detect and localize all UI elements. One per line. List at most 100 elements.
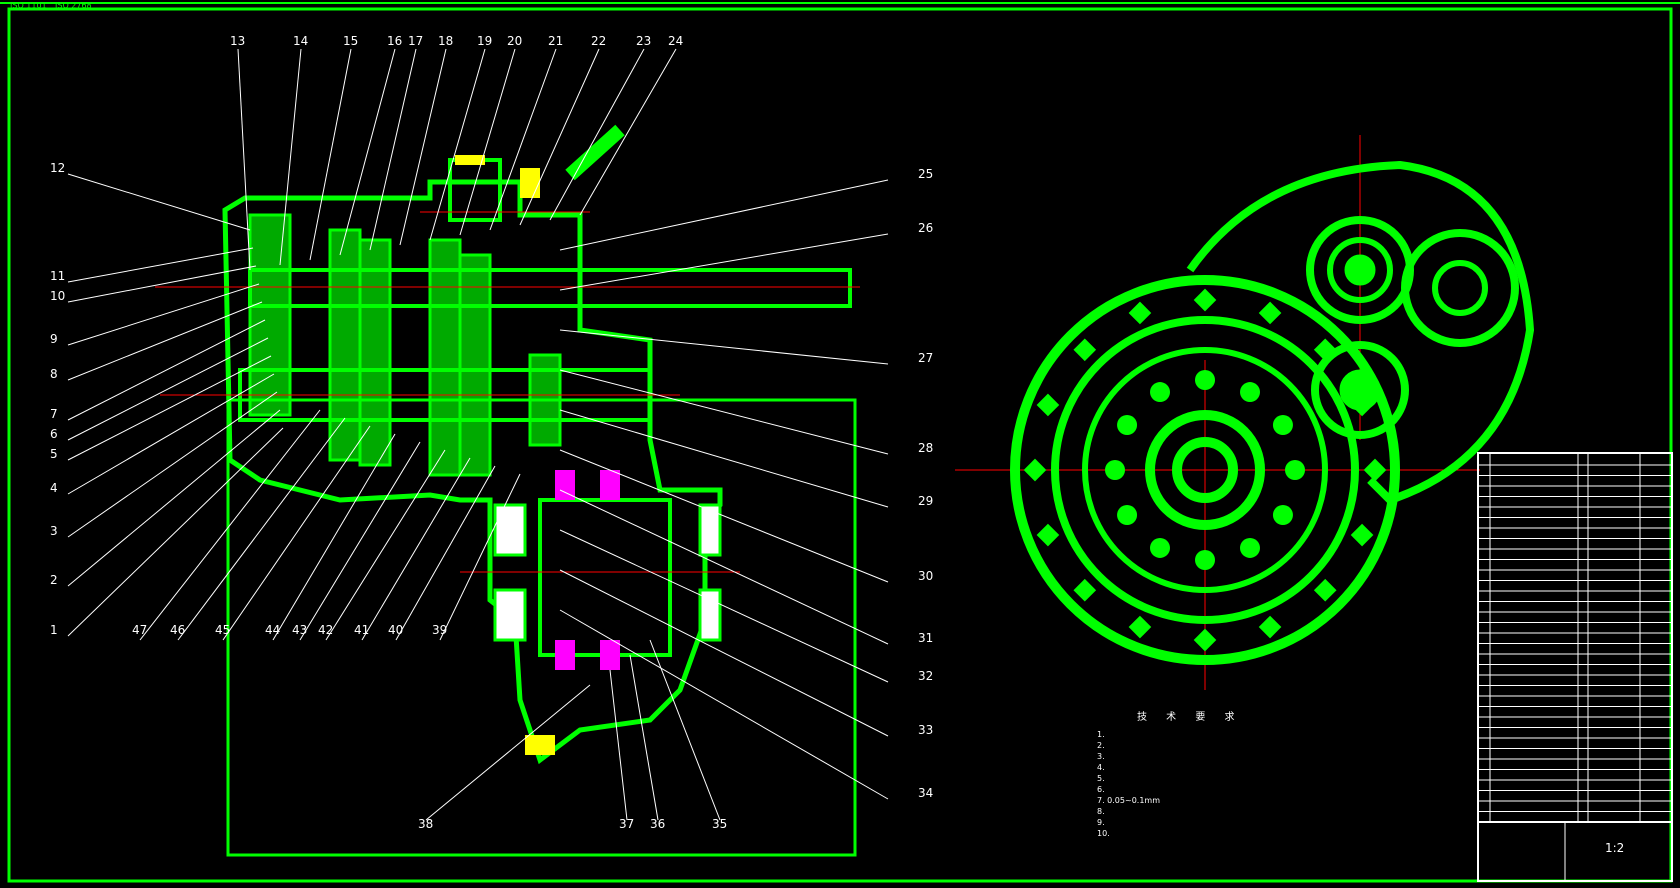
tech-requirements-title: 技 术 要 求 bbox=[1137, 712, 1243, 723]
callout-28: 28 bbox=[918, 441, 933, 455]
callout-31: 31 bbox=[918, 631, 933, 645]
tech-requirement-item: 3. bbox=[1097, 752, 1105, 761]
leader-line bbox=[559, 609, 889, 800]
leader-line bbox=[429, 48, 486, 241]
bolt-hole bbox=[1350, 523, 1374, 547]
drawing-frame bbox=[7, 7, 1673, 883]
bolt-hole bbox=[1128, 615, 1152, 639]
tech-requirement-item: 4. bbox=[1097, 763, 1105, 772]
bolt-hole bbox=[1313, 338, 1337, 362]
leader-line bbox=[361, 457, 471, 641]
leader-line bbox=[425, 684, 591, 821]
leader-line bbox=[559, 569, 889, 737]
leader-line bbox=[559, 449, 889, 583]
callout-25: 25 bbox=[918, 167, 933, 181]
bolt-hole bbox=[1195, 550, 1215, 570]
tech-requirement-item: 2. bbox=[1097, 741, 1105, 750]
bolt-hole bbox=[1117, 415, 1138, 435]
callout-16: 16 bbox=[387, 34, 402, 48]
parts-list bbox=[1477, 452, 1673, 882]
leader-line bbox=[519, 48, 600, 226]
callout-36: 36 bbox=[650, 817, 665, 831]
bolt-hole bbox=[1240, 537, 1260, 558]
bolt-hole bbox=[1195, 370, 1215, 390]
leader-line bbox=[439, 473, 521, 641]
callout-13: 13 bbox=[230, 34, 245, 48]
callout-41: 41 bbox=[354, 623, 369, 637]
callout-39: 39 bbox=[432, 623, 447, 637]
leader-line bbox=[559, 369, 889, 455]
bolt-hole bbox=[1193, 628, 1217, 652]
callout-27: 27 bbox=[918, 351, 933, 365]
leader-line bbox=[559, 233, 889, 291]
callout-8: 8 bbox=[50, 367, 58, 381]
header-right-tag: ISO 2768 bbox=[55, 1, 92, 10]
callout-43: 43 bbox=[292, 623, 307, 637]
callout-32: 32 bbox=[918, 669, 933, 683]
leader-line bbox=[299, 441, 421, 641]
callout-40: 40 bbox=[388, 623, 403, 637]
callout-19: 19 bbox=[477, 34, 492, 48]
leader-line bbox=[67, 409, 281, 587]
callout-6: 6 bbox=[50, 427, 58, 441]
callout-24: 24 bbox=[668, 34, 683, 48]
bolt-hole bbox=[1313, 578, 1337, 602]
callout-45: 45 bbox=[215, 623, 230, 637]
leader-line bbox=[67, 247, 254, 283]
tech-requirement-item: 10. bbox=[1097, 829, 1110, 838]
callout-47: 47 bbox=[132, 623, 147, 637]
bolt-hole bbox=[1150, 382, 1170, 403]
leader-line bbox=[325, 449, 446, 641]
tech-requirement-item: 1. bbox=[1097, 730, 1105, 739]
bolt-hole bbox=[1193, 288, 1217, 312]
leader-line bbox=[67, 373, 275, 495]
callout-46: 46 bbox=[170, 623, 185, 637]
leader-line bbox=[339, 48, 396, 256]
callout-37: 37 bbox=[619, 817, 634, 831]
callout-18: 18 bbox=[438, 34, 453, 48]
bolt-hole bbox=[1150, 537, 1170, 558]
leader-line bbox=[559, 409, 889, 508]
leader-line bbox=[395, 465, 496, 641]
callout-12: 12 bbox=[50, 161, 65, 175]
callout-9: 9 bbox=[50, 332, 58, 346]
leader-line bbox=[67, 319, 266, 421]
tech-requirement-item: 8. bbox=[1097, 807, 1105, 816]
leader-line bbox=[459, 48, 516, 236]
header-left-tag: ISO 1101 bbox=[10, 1, 47, 10]
leader-line bbox=[67, 283, 260, 346]
callout-33: 33 bbox=[918, 723, 933, 737]
leader-line bbox=[222, 425, 371, 641]
tech-requirement-item: 9. bbox=[1097, 818, 1105, 827]
callout-21: 21 bbox=[548, 34, 563, 48]
scale-text: 1:2 bbox=[1605, 841, 1624, 855]
bolt-hole bbox=[1117, 505, 1138, 525]
callout-15: 15 bbox=[343, 34, 358, 48]
leader-line bbox=[67, 301, 263, 381]
callout-5: 5 bbox=[50, 447, 58, 461]
section-view bbox=[222, 124, 852, 765]
leader-line bbox=[559, 179, 889, 251]
callout-42: 42 bbox=[318, 623, 333, 637]
leader-line bbox=[309, 48, 352, 261]
callout-7: 7 bbox=[50, 407, 58, 421]
bolt-hole bbox=[1285, 460, 1305, 480]
leader-line bbox=[67, 427, 284, 637]
leader-line bbox=[609, 669, 628, 821]
leader-line bbox=[649, 639, 721, 821]
bolt-hole bbox=[1363, 458, 1387, 482]
leader-line bbox=[559, 489, 889, 645]
leader-line bbox=[579, 48, 677, 216]
callout-30: 30 bbox=[918, 569, 933, 583]
callout-29: 29 bbox=[918, 494, 933, 508]
leader-line bbox=[489, 48, 557, 231]
accent-parts bbox=[455, 155, 620, 755]
leader-line bbox=[237, 48, 251, 271]
callout-1: 1 bbox=[50, 623, 58, 637]
callout-3: 3 bbox=[50, 524, 58, 538]
leader-line bbox=[559, 529, 889, 683]
leader-line bbox=[67, 173, 251, 231]
bolt-hole bbox=[1105, 460, 1125, 480]
